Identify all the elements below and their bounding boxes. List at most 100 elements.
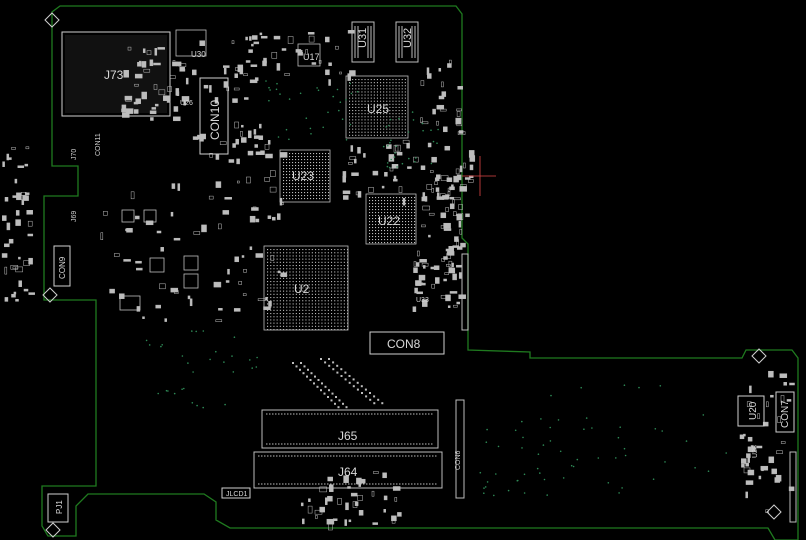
- smd-part: [325, 497, 328, 505]
- smd-part: [780, 395, 785, 403]
- smd-part: [328, 62, 332, 66]
- smd-part: [149, 110, 157, 115]
- via: [624, 454, 627, 457]
- smd-part: [762, 421, 769, 427]
- smd-part: [458, 204, 463, 210]
- smd-part: [260, 35, 268, 39]
- via: [249, 359, 251, 361]
- smd-part: [154, 48, 158, 56]
- via: [349, 82, 352, 85]
- smd-part: [133, 109, 139, 114]
- label-u22: U22: [378, 214, 400, 228]
- con8-outline: [369, 331, 445, 355]
- smd-part: [135, 98, 141, 104]
- smd-part: [347, 30, 355, 34]
- trace-pad: [324, 385, 327, 388]
- via: [495, 473, 497, 475]
- u2-bga: [263, 245, 349, 331]
- smd-part: [28, 292, 35, 295]
- smd-part: [449, 196, 455, 200]
- smd-part: [4, 297, 9, 302]
- smd-part: [273, 35, 281, 40]
- con10-outline: [199, 77, 229, 155]
- trace-pad: [369, 398, 372, 401]
- via: [486, 481, 489, 483]
- label-con10: CON10: [208, 100, 222, 140]
- smd-part: [446, 264, 451, 267]
- smd-part: [350, 145, 354, 152]
- label-u28: U28: [752, 445, 759, 458]
- smd-part: [436, 104, 445, 110]
- via: [497, 445, 500, 448]
- smd-part: [251, 43, 254, 47]
- trace-pad: [365, 395, 368, 398]
- via: [483, 487, 485, 489]
- via: [269, 89, 271, 91]
- trace-pad: [323, 392, 326, 395]
- smd-part: [27, 220, 33, 227]
- smd-part: [413, 156, 419, 163]
- via: [251, 367, 253, 369]
- smd-part: [241, 255, 245, 258]
- smd-part: [13, 291, 17, 295]
- via: [516, 479, 519, 482]
- smd-part: [788, 486, 795, 492]
- smd-part: [241, 137, 247, 143]
- smd-part: [427, 73, 432, 79]
- smd-part: [201, 224, 207, 233]
- smd-part: [457, 213, 464, 220]
- smd-part: [453, 304, 458, 308]
- crosshair-marker: [462, 156, 496, 196]
- smd-part: [441, 81, 444, 88]
- smd-part: [209, 153, 213, 158]
- via: [265, 80, 267, 82]
- trace-pad: [314, 375, 316, 378]
- smd-part: [368, 187, 374, 193]
- via: [523, 473, 526, 476]
- smd-part: [253, 129, 257, 135]
- smd-part: [319, 486, 327, 493]
- via: [591, 427, 593, 429]
- label-con9: CON9: [58, 256, 67, 279]
- smd-part: [440, 175, 449, 181]
- smd-part: [770, 394, 774, 398]
- via: [393, 156, 396, 158]
- smd-part: [415, 262, 420, 267]
- u31-u32-packages: [351, 21, 419, 63]
- smd-part: [250, 64, 258, 67]
- smd-part: [456, 301, 460, 305]
- smd-part: [407, 166, 412, 169]
- vias: [145, 80, 727, 497]
- smd-part: [447, 191, 451, 196]
- trace-pad: [344, 378, 347, 381]
- smd-part: [253, 135, 260, 139]
- smd-part: [413, 267, 418, 273]
- via: [388, 166, 391, 169]
- j73-outline: [61, 31, 171, 117]
- smd-part: [448, 267, 456, 274]
- smd-part: [421, 121, 429, 125]
- smd-part: [265, 153, 273, 159]
- trace-pad: [295, 365, 298, 368]
- smd-part: [193, 231, 201, 235]
- smd-part: [240, 131, 243, 137]
- smd-part: [342, 190, 351, 195]
- smd-part: [155, 304, 161, 309]
- smd-part: [308, 35, 315, 43]
- via: [659, 385, 662, 387]
- smd-part: [307, 32, 315, 35]
- via: [572, 465, 575, 468]
- smd-part: [756, 445, 763, 449]
- smd-part: [227, 268, 230, 275]
- smd-part: [15, 210, 20, 216]
- smd-part: [422, 205, 430, 211]
- trace-pad: [300, 362, 302, 364]
- smd-part: [348, 519, 352, 523]
- smd-part: [414, 287, 418, 294]
- smd-part: [433, 265, 440, 270]
- trace-pad: [328, 389, 330, 392]
- ic-package: [119, 295, 141, 311]
- con-strip-right: [455, 399, 465, 499]
- smd-part: [747, 469, 755, 476]
